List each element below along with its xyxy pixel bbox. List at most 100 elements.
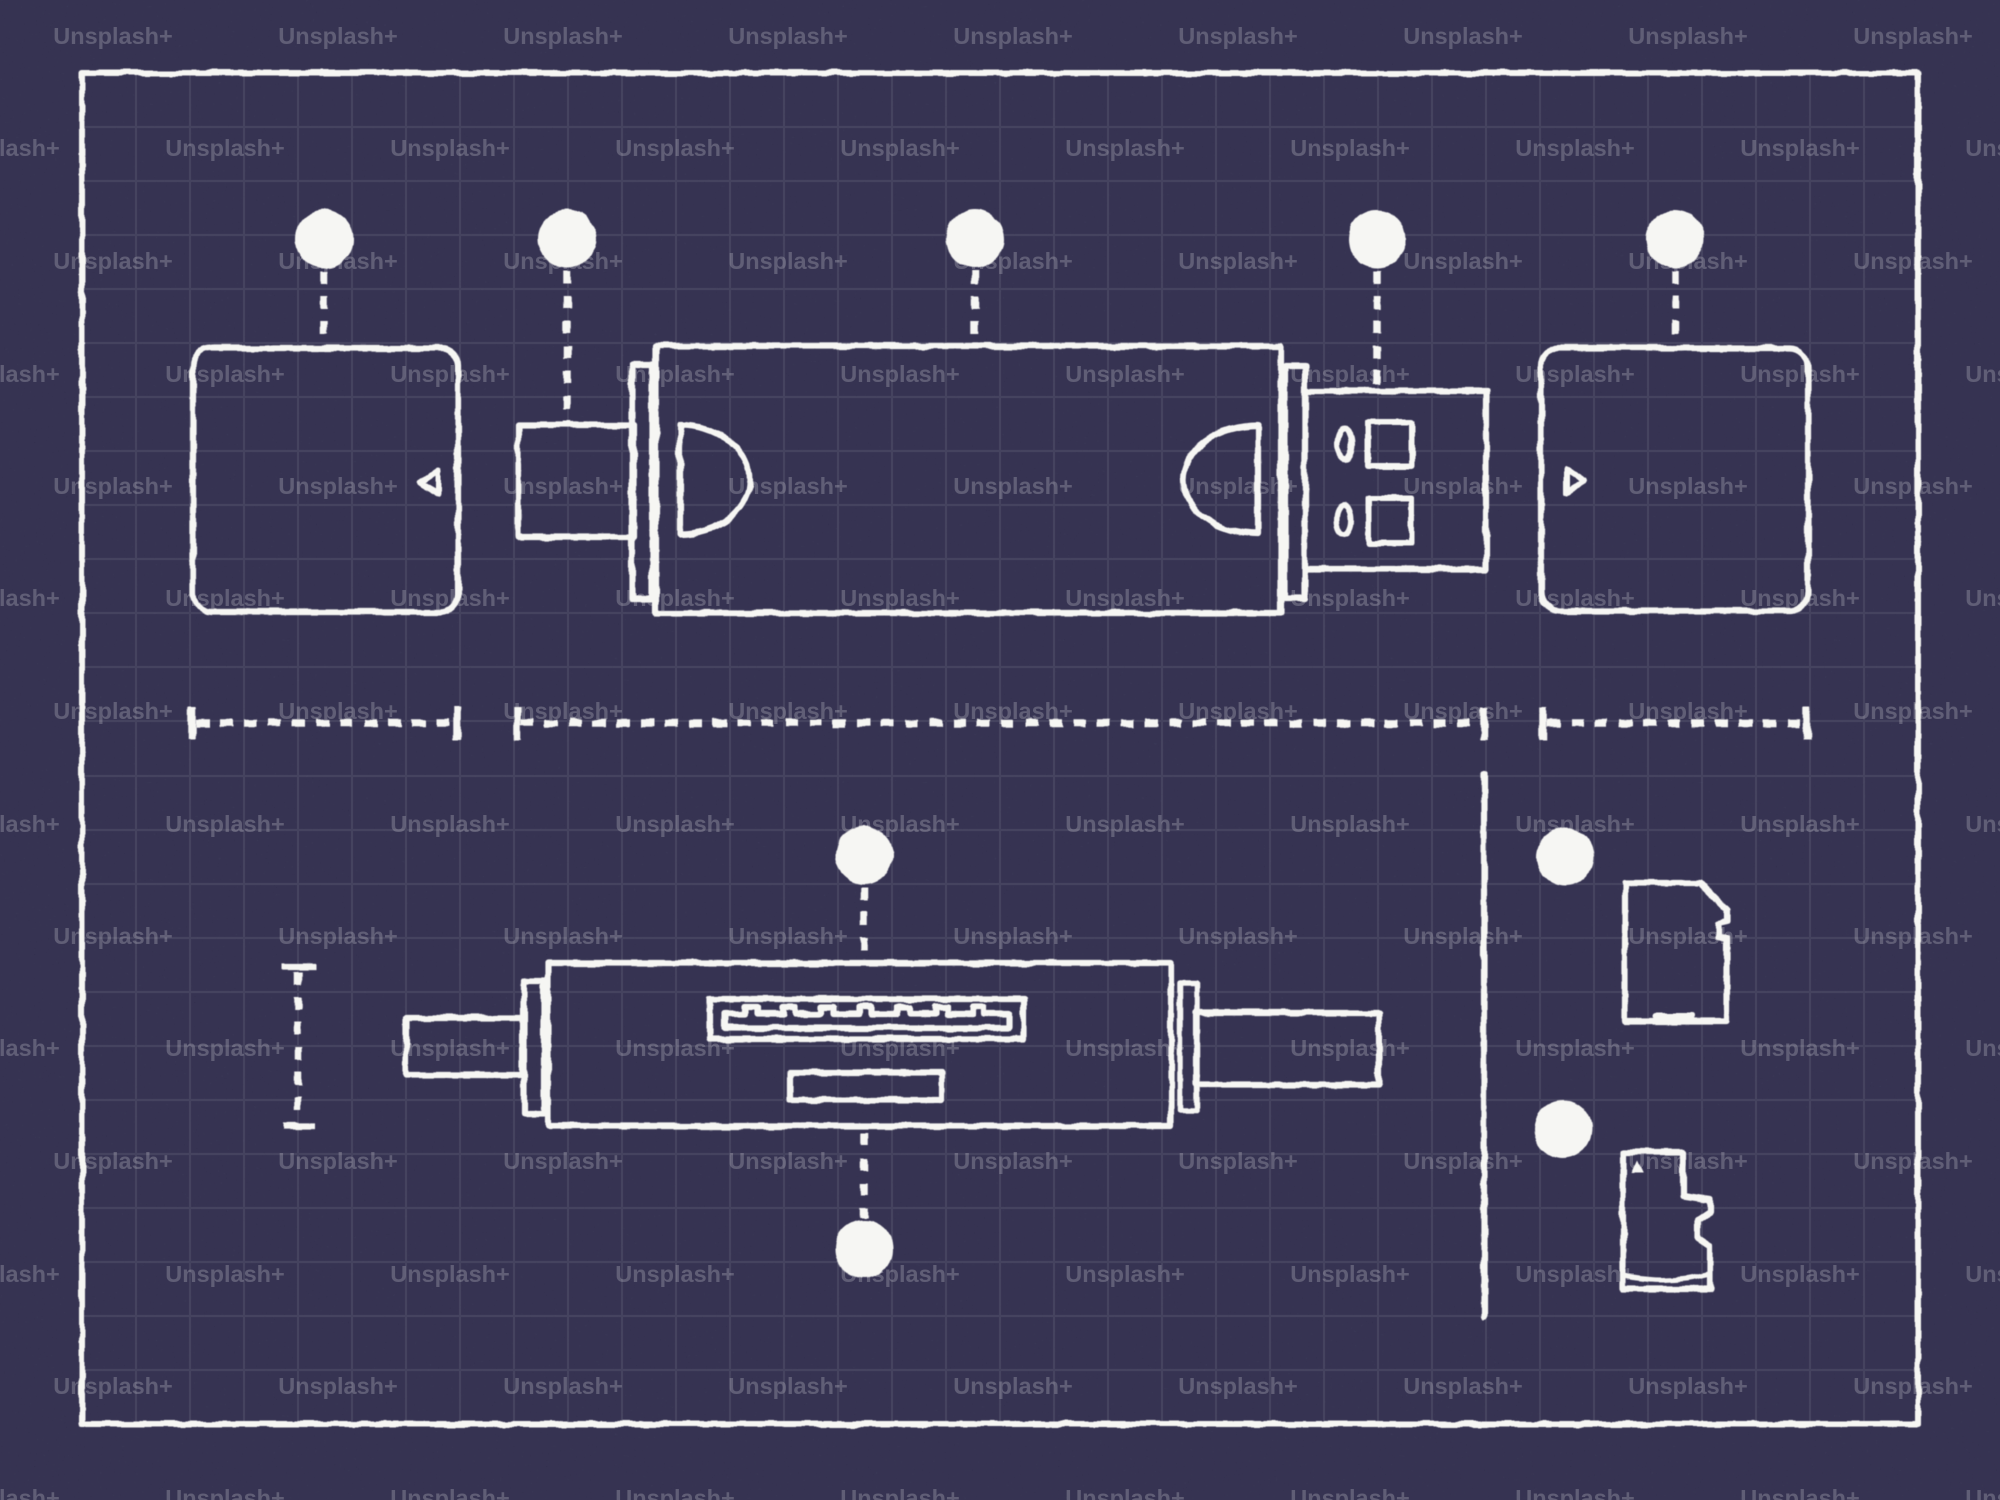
svg-text:Unsplash+: Unsplash+ [503,923,623,949]
svg-text:Unsplash+: Unsplash+ [1290,585,1410,611]
svg-text:Unsplash+: Unsplash+ [278,923,398,949]
svg-text:Unsplash+: Unsplash+ [1403,1148,1523,1174]
svg-text:Unsplash+: Unsplash+ [1740,135,1860,161]
svg-text:Unsplash+: Unsplash+ [0,1485,60,1500]
svg-text:Unsplash+: Unsplash+ [1740,811,1860,837]
svg-text:Unsplash+: Unsplash+ [0,1035,60,1061]
svg-text:Unsplash+: Unsplash+ [1965,135,2000,161]
svg-text:Unsplash+: Unsplash+ [165,1035,285,1061]
svg-text:Unsplash+: Unsplash+ [615,135,735,161]
svg-text:Unsplash+: Unsplash+ [1853,248,1973,274]
svg-text:Unsplash+: Unsplash+ [53,1373,173,1399]
svg-text:Unsplash+: Unsplash+ [728,23,848,49]
svg-text:Unsplash+: Unsplash+ [53,248,173,274]
svg-text:Unsplash+: Unsplash+ [1290,361,1410,387]
svg-text:Unsplash+: Unsplash+ [503,473,623,499]
svg-text:Unsplash+: Unsplash+ [278,1373,398,1399]
svg-text:Unsplash+: Unsplash+ [1515,1485,1635,1500]
svg-text:Unsplash+: Unsplash+ [953,1373,1073,1399]
svg-text:Unsplash+: Unsplash+ [390,1485,510,1500]
svg-text:Unsplash+: Unsplash+ [728,923,848,949]
svg-text:Unsplash+: Unsplash+ [1065,811,1185,837]
svg-text:Unsplash+: Unsplash+ [1853,923,1973,949]
svg-text:Unsplash+: Unsplash+ [1290,1035,1410,1061]
svg-text:Unsplash+: Unsplash+ [1065,585,1185,611]
svg-text:Unsplash+: Unsplash+ [615,1485,735,1500]
svg-text:Unsplash+: Unsplash+ [390,1035,510,1061]
svg-text:Unsplash+: Unsplash+ [1965,1485,2000,1500]
svg-text:Unsplash+: Unsplash+ [1853,1148,1973,1174]
svg-text:Unsplash+: Unsplash+ [1853,698,1973,724]
svg-text:Unsplash+: Unsplash+ [953,473,1073,499]
svg-text:Unsplash+: Unsplash+ [1515,361,1635,387]
svg-text:Unsplash+: Unsplash+ [278,23,398,49]
svg-text:Unsplash+: Unsplash+ [1403,23,1523,49]
svg-text:Unsplash+: Unsplash+ [1965,1261,2000,1287]
svg-text:Unsplash+: Unsplash+ [1965,585,2000,611]
svg-text:Unsplash+: Unsplash+ [728,248,848,274]
svg-text:Unsplash+: Unsplash+ [278,473,398,499]
svg-text:Unsplash+: Unsplash+ [1290,1261,1410,1287]
svg-text:Unsplash+: Unsplash+ [0,361,60,387]
svg-text:Unsplash+: Unsplash+ [1065,135,1185,161]
svg-text:Unsplash+: Unsplash+ [165,1485,285,1500]
svg-text:Unsplash+: Unsplash+ [1403,473,1523,499]
svg-text:Unsplash+: Unsplash+ [1515,585,1635,611]
svg-text:Unsplash+: Unsplash+ [1965,811,2000,837]
svg-text:Unsplash+: Unsplash+ [840,585,960,611]
svg-text:Unsplash+: Unsplash+ [0,811,60,837]
svg-text:Unsplash+: Unsplash+ [1178,248,1298,274]
svg-text:Unsplash+: Unsplash+ [615,811,735,837]
svg-text:Unsplash+: Unsplash+ [1740,1261,1860,1287]
svg-text:Unsplash+: Unsplash+ [1403,248,1523,274]
svg-text:Unsplash+: Unsplash+ [1290,811,1410,837]
svg-text:Unsplash+: Unsplash+ [1065,361,1185,387]
svg-text:Unsplash+: Unsplash+ [390,135,510,161]
svg-text:Unsplash+: Unsplash+ [0,135,60,161]
svg-text:Unsplash+: Unsplash+ [165,585,285,611]
svg-text:Unsplash+: Unsplash+ [615,1261,735,1287]
svg-text:Unsplash+: Unsplash+ [165,361,285,387]
svg-text:Unsplash+: Unsplash+ [1740,1485,1860,1500]
svg-text:Unsplash+: Unsplash+ [1515,1035,1635,1061]
svg-text:Unsplash+: Unsplash+ [1628,473,1748,499]
svg-text:Unsplash+: Unsplash+ [53,698,173,724]
svg-text:Unsplash+: Unsplash+ [1740,1035,1860,1061]
svg-text:Unsplash+: Unsplash+ [165,811,285,837]
svg-text:Unsplash+: Unsplash+ [1403,923,1523,949]
svg-text:Unsplash+: Unsplash+ [53,923,173,949]
svg-text:Unsplash+: Unsplash+ [1290,1485,1410,1500]
svg-text:Unsplash+: Unsplash+ [840,1485,960,1500]
svg-text:Unsplash+: Unsplash+ [728,1148,848,1174]
svg-text:Unsplash+: Unsplash+ [53,1148,173,1174]
svg-text:Unsplash+: Unsplash+ [840,361,960,387]
svg-text:Unsplash+: Unsplash+ [1740,361,1860,387]
svg-text:Unsplash+: Unsplash+ [0,585,60,611]
svg-text:Unsplash+: Unsplash+ [503,1373,623,1399]
svg-text:Unsplash+: Unsplash+ [53,23,173,49]
svg-text:Unsplash+: Unsplash+ [0,1261,60,1287]
svg-text:Unsplash+: Unsplash+ [1403,1373,1523,1399]
svg-text:Unsplash+: Unsplash+ [165,135,285,161]
svg-text:Unsplash+: Unsplash+ [1178,473,1298,499]
svg-text:Unsplash+: Unsplash+ [1065,1035,1185,1061]
svg-text:Unsplash+: Unsplash+ [503,1148,623,1174]
svg-text:Unsplash+: Unsplash+ [390,361,510,387]
svg-text:Unsplash+: Unsplash+ [390,811,510,837]
svg-text:Unsplash+: Unsplash+ [1178,23,1298,49]
svg-text:Unsplash+: Unsplash+ [165,1261,285,1287]
svg-text:Unsplash+: Unsplash+ [840,135,960,161]
svg-text:Unsplash+: Unsplash+ [1178,1148,1298,1174]
svg-text:Unsplash+: Unsplash+ [728,1373,848,1399]
svg-text:Unsplash+: Unsplash+ [278,1148,398,1174]
svg-text:Unsplash+: Unsplash+ [1853,23,1973,49]
svg-text:Unsplash+: Unsplash+ [390,1261,510,1287]
svg-text:Unsplash+: Unsplash+ [1290,135,1410,161]
svg-text:Unsplash+: Unsplash+ [1965,1035,2000,1061]
svg-text:Unsplash+: Unsplash+ [503,23,623,49]
svg-text:Unsplash+: Unsplash+ [953,23,1073,49]
svg-text:Unsplash+: Unsplash+ [1178,1373,1298,1399]
svg-text:Unsplash+: Unsplash+ [1065,1485,1185,1500]
svg-text:Unsplash+: Unsplash+ [53,473,173,499]
svg-text:Unsplash+: Unsplash+ [953,1148,1073,1174]
